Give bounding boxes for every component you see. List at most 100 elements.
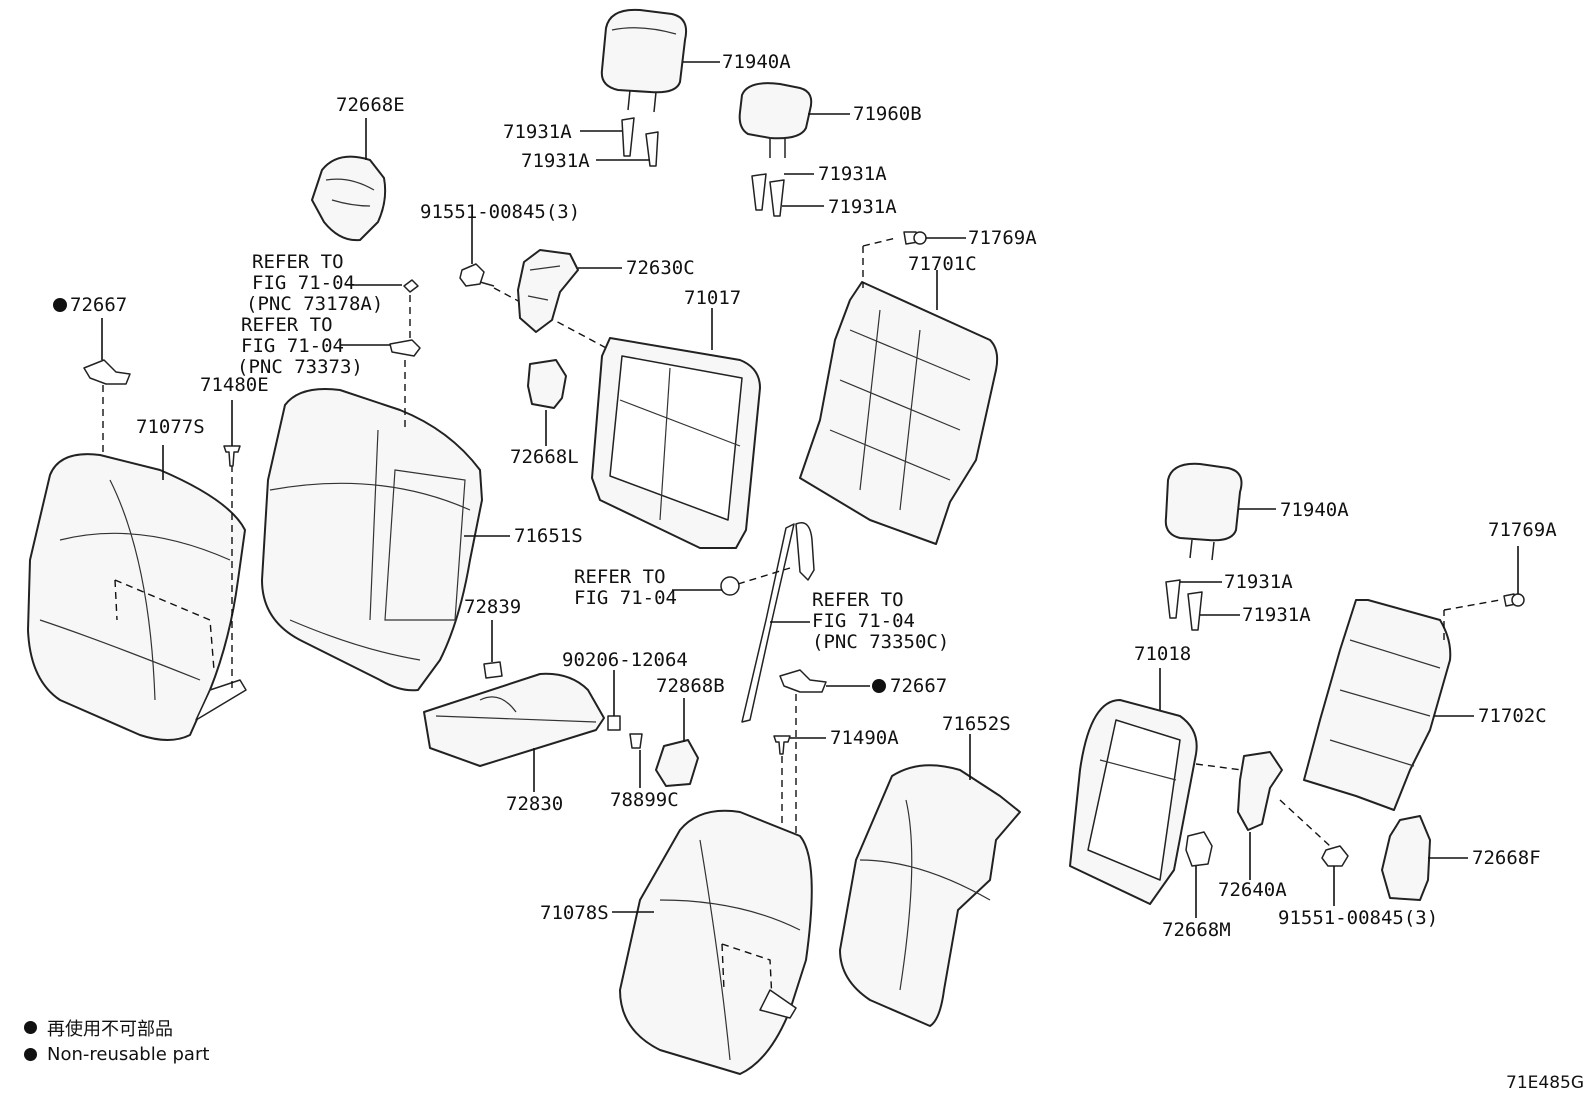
headrest-71960b[interactable] xyxy=(738,82,813,158)
label-78899c: 78899C xyxy=(610,789,679,811)
refer-to-73350c: REFER TO FIG 71-04 (PNC 73350C) xyxy=(812,589,949,653)
frame-71018[interactable] xyxy=(1069,699,1198,905)
refer-to-73178a: REFER TO FIG 71-04 (PNC 73178A) xyxy=(246,251,383,315)
headrest-guide-group-1[interactable] xyxy=(621,117,659,167)
label-71931a: 71931A xyxy=(828,196,897,218)
svg-text:REFER TO: REFER TO xyxy=(574,566,666,588)
label-72830: 72830 xyxy=(506,793,563,815)
label-72668f: 72668F xyxy=(1472,847,1541,869)
svg-text:FIG 71-04: FIG 71-04 xyxy=(812,610,915,632)
label-72640a: 72640A xyxy=(1218,879,1287,901)
legend-text-en: Non-reusable part xyxy=(47,1044,210,1065)
clip-73178a[interactable] xyxy=(403,279,419,293)
label-71940a: 71940A xyxy=(1280,499,1349,521)
screw-71769a-right[interactable] xyxy=(1503,593,1525,607)
armrest-72830[interactable] xyxy=(423,672,605,767)
legend: 再使用不可部品 Non-reusable part xyxy=(24,1014,209,1068)
clip-78899c[interactable] xyxy=(629,733,643,749)
cover-72668e[interactable] xyxy=(311,155,387,242)
cover-72668m[interactable] xyxy=(1185,831,1213,867)
label-71017: 71017 xyxy=(684,287,741,309)
cap-72839[interactable] xyxy=(483,661,503,679)
bolt-91551-right[interactable] xyxy=(1321,845,1349,867)
drawing-code: 71E485G xyxy=(1506,1073,1584,1093)
label-71931a: 71931A xyxy=(521,150,590,172)
label-71931a: 71931A xyxy=(503,121,572,143)
label-71769a: 71769A xyxy=(1488,519,1557,541)
label-91551-00845: 91551-00845(3) xyxy=(420,201,580,223)
svg-text:REFER TO: REFER TO xyxy=(241,314,333,336)
label-71931a: 71931A xyxy=(818,163,887,185)
headrest-guide-group-2[interactable] xyxy=(751,173,785,217)
cover-72868b[interactable] xyxy=(655,739,699,787)
seatback-pad-71652s[interactable] xyxy=(839,764,1021,1027)
seatback-pad-71651s[interactable] xyxy=(261,388,483,692)
legend-text-jp: 再使用不可部品 xyxy=(47,1018,173,1040)
refer-to-73373: REFER TO FIG 71-04 (PNC 73373) xyxy=(237,314,363,378)
seat-belt-assembly[interactable] xyxy=(741,522,815,723)
label-72667: 72667 xyxy=(70,294,127,316)
non-reusable-marker xyxy=(53,298,67,312)
pin-71480e[interactable] xyxy=(223,445,241,467)
svg-text:FIG 71-04: FIG 71-04 xyxy=(574,587,677,609)
cover-72668f[interactable] xyxy=(1381,815,1431,901)
svg-text:(PNC 73373): (PNC 73373) xyxy=(237,356,363,378)
frame-71017[interactable] xyxy=(591,337,761,549)
headrest-71940a-top[interactable] xyxy=(600,8,688,113)
seatback-cover-71077s[interactable] xyxy=(27,453,246,741)
non-reusable-marker xyxy=(872,679,886,693)
label-71960b: 71960B xyxy=(853,103,922,125)
label-91551-00845: 91551-00845(3) xyxy=(1278,907,1438,929)
label-71018: 71018 xyxy=(1134,643,1191,665)
svg-text:(PNC 73350C): (PNC 73350C) xyxy=(812,631,949,653)
refer-to-fig-71-04: REFER TO FIG 71-04 xyxy=(574,566,677,609)
cover-72668l[interactable] xyxy=(527,359,567,409)
back-board-71701c[interactable] xyxy=(799,281,999,545)
label-72630c: 72630C xyxy=(626,257,695,279)
pin-71490a[interactable] xyxy=(773,735,791,755)
label-71702c: 71702C xyxy=(1478,705,1547,727)
svg-text:FIG 71-04: FIG 71-04 xyxy=(252,272,355,294)
label-72667: 72667 xyxy=(890,675,947,697)
label-71931a: 71931A xyxy=(1242,604,1311,626)
bracket-72630c[interactable] xyxy=(517,249,579,333)
label-71490a: 71490A xyxy=(830,727,899,749)
clip-72667-left[interactable] xyxy=(83,359,131,385)
label-90206-12064: 90206-12064 xyxy=(562,649,688,671)
screw-71769a-top[interactable] xyxy=(903,231,927,245)
bracket-72640a[interactable] xyxy=(1237,751,1283,831)
legend-row-en: Non-reusable part xyxy=(24,1041,209,1068)
clip-90206-12064[interactable] xyxy=(607,715,621,731)
back-board-71702c[interactable] xyxy=(1303,599,1452,811)
label-71078s: 71078S xyxy=(540,902,609,924)
label-71651s: 71651S xyxy=(514,525,583,547)
label-71701c: 71701C xyxy=(908,253,977,275)
headrest-guide-group-3[interactable] xyxy=(1165,579,1203,631)
clip-72667-center[interactable] xyxy=(779,669,827,693)
non-reusable-dot-icon xyxy=(24,1048,37,1061)
label-72668l: 72668L xyxy=(510,446,579,468)
clip-73373[interactable] xyxy=(389,339,421,357)
label-71077s: 71077S xyxy=(136,416,205,438)
label-71940a: 71940A xyxy=(722,51,791,73)
svg-text:(PNC 73178A): (PNC 73178A) xyxy=(246,293,383,315)
legend-row-jp: 再使用不可部品 xyxy=(24,1014,209,1041)
label-71480e: 71480E xyxy=(200,374,269,396)
nut-refer-fig-71-04[interactable] xyxy=(720,576,740,596)
label-71931a: 71931A xyxy=(1224,571,1293,593)
svg-text:REFER TO: REFER TO xyxy=(812,589,904,611)
svg-text:FIG 71-04: FIG 71-04 xyxy=(241,335,344,357)
label-71652s: 71652S xyxy=(942,713,1011,735)
label-72668e: 72668E xyxy=(336,94,405,116)
label-72868b: 72868B xyxy=(656,675,725,697)
label-71769a: 71769A xyxy=(968,227,1037,249)
headrest-71940a-right[interactable] xyxy=(1164,462,1243,561)
seatback-cover-71078s[interactable] xyxy=(619,809,813,1075)
label-72839: 72839 xyxy=(464,596,521,618)
bolt-91551-top[interactable] xyxy=(459,263,495,287)
non-reusable-dot-icon xyxy=(24,1021,37,1034)
svg-text:REFER TO: REFER TO xyxy=(252,251,344,273)
label-72668m: 72668M xyxy=(1162,919,1231,941)
